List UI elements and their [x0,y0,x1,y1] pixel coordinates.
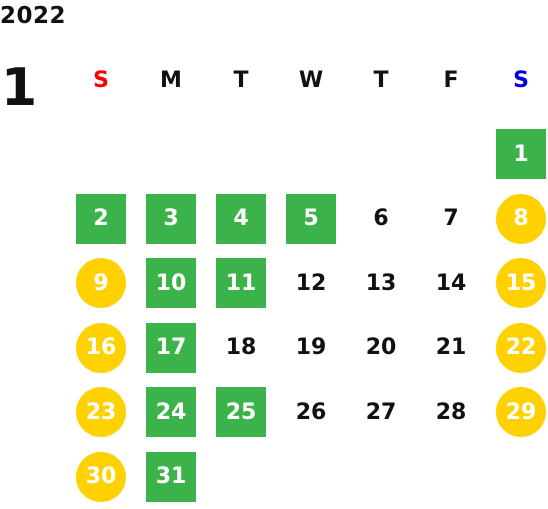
day-cell: 22 [486,316,548,380]
day-cell: 6 [346,187,416,251]
weekday-monday: M [160,68,182,93]
day-cell: 11 [206,251,276,315]
day-cell: 24 [136,380,206,444]
day-27: 27 [365,399,397,425]
weekday-friday: F [443,68,459,93]
day-cell: 18 [206,316,276,380]
day-cell: 27 [346,380,416,444]
weekday-tuesday: T [233,68,249,93]
day-26: 26 [295,399,327,425]
day-2: 2 [76,193,126,244]
day-cell: 8 [486,187,548,251]
day-cell: 31 [136,445,206,509]
weekday-thursday: T [373,68,389,93]
day-24: 24 [146,387,196,437]
day-5: 5 [286,193,336,244]
day-3: 3 [146,193,196,244]
day-cell: 30 [66,445,136,509]
calendar-year: 2022 [0,3,67,29]
day-cell: 19 [276,316,346,380]
day-25: 25 [216,387,266,437]
day-cell: 1 [486,122,548,186]
day-28: 28 [435,399,467,425]
day-cell: 25 [206,380,276,444]
day-cell: 23 [66,380,136,444]
day-cell: 12 [276,251,346,315]
day-cell: 9 [66,251,136,315]
day-18: 18 [225,335,257,360]
day-1: 1 [496,129,546,179]
day-cell: 3 [136,187,206,251]
weekday-sunday: S [93,68,109,93]
day-6: 6 [373,206,389,231]
day-16: 16 [76,322,126,373]
day-cell: 2 [66,187,136,251]
day-11: 11 [216,258,266,308]
day-4: 4 [216,193,266,244]
day-cell: 10 [136,251,206,315]
day-7: 7 [443,206,459,231]
day-cell: 29 [486,380,548,444]
day-22: 22 [496,322,546,373]
day-23: 23 [76,387,126,437]
weekday-wednesday: W [298,68,324,93]
day-29: 29 [496,387,546,437]
day-31: 31 [146,451,196,502]
day-17: 17 [146,322,196,373]
day-cell: 15 [486,251,548,315]
day-20: 20 [365,335,397,360]
calendar-month: 1 [1,58,38,118]
day-21: 21 [435,335,467,360]
day-cell: 26 [276,380,346,444]
day-30: 30 [76,451,126,502]
day-cell: 7 [416,187,486,251]
day-cell: 20 [346,316,416,380]
day-cell: 28 [416,380,486,444]
day-12: 12 [295,270,327,296]
weekday-saturday: S [513,68,529,93]
day-19: 19 [295,335,327,360]
day-9: 9 [76,258,126,308]
day-cell: 17 [136,316,206,380]
day-10: 10 [146,258,196,308]
day-15: 15 [496,258,546,308]
day-cell: 21 [416,316,486,380]
day-cell: 14 [416,251,486,315]
weekday-header: S M T W T F S [66,66,548,96]
day-14: 14 [435,270,467,296]
day-cell: 4 [206,187,276,251]
day-8: 8 [496,193,546,244]
day-cell: 13 [346,251,416,315]
day-cell: 5 [276,187,346,251]
day-13: 13 [365,270,397,296]
day-cell: 16 [66,316,136,380]
